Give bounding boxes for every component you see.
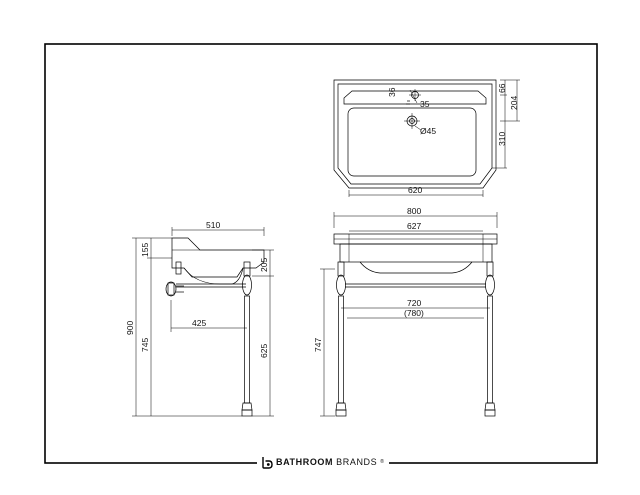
front-basin-body [339,243,493,263]
dim-900: 900 [125,321,135,335]
plan-inner-outline [337,83,493,185]
dim-780: (780) [404,308,424,318]
side-basin-profile [171,237,265,278]
dim-745: 745 [140,338,150,352]
plan-view [333,79,520,197]
dim-510: 510 [206,220,220,230]
dim-425: 425 [192,318,206,328]
dim-620: 620 [408,185,422,195]
front-view [320,212,498,417]
plan-outline [333,79,497,189]
dim-720: 720 [407,298,421,308]
dim-45-diameter: Ø45 [420,126,436,136]
dim-310: 310 [497,132,507,146]
dim-155: 155 [140,243,150,257]
side-waste-trap [165,281,184,297]
dim-625: 625 [259,344,269,358]
dim-36: 36 [387,87,397,97]
side-view [132,227,274,417]
front-bowl-under [359,261,473,274]
dim-800: 800 [407,206,421,216]
side-leg [241,261,253,417]
brand-b-icon [262,456,273,469]
dim-204: 204 [509,96,519,110]
brand-name-bold: BATHROOM [276,457,334,467]
front-left-leg [335,261,347,417]
plan-bowl [347,107,477,177]
dim-747: 747 [313,338,323,352]
brand-name-light: BRANDS [336,457,378,467]
plan-deck [343,90,487,105]
dim-627: 627 [407,221,421,231]
dim-66: 66 [497,83,507,93]
dim-35: 35 [420,99,430,109]
dim-205: 205 [259,258,269,272]
registered-mark: ® [380,459,385,465]
front-right-leg [484,261,496,417]
